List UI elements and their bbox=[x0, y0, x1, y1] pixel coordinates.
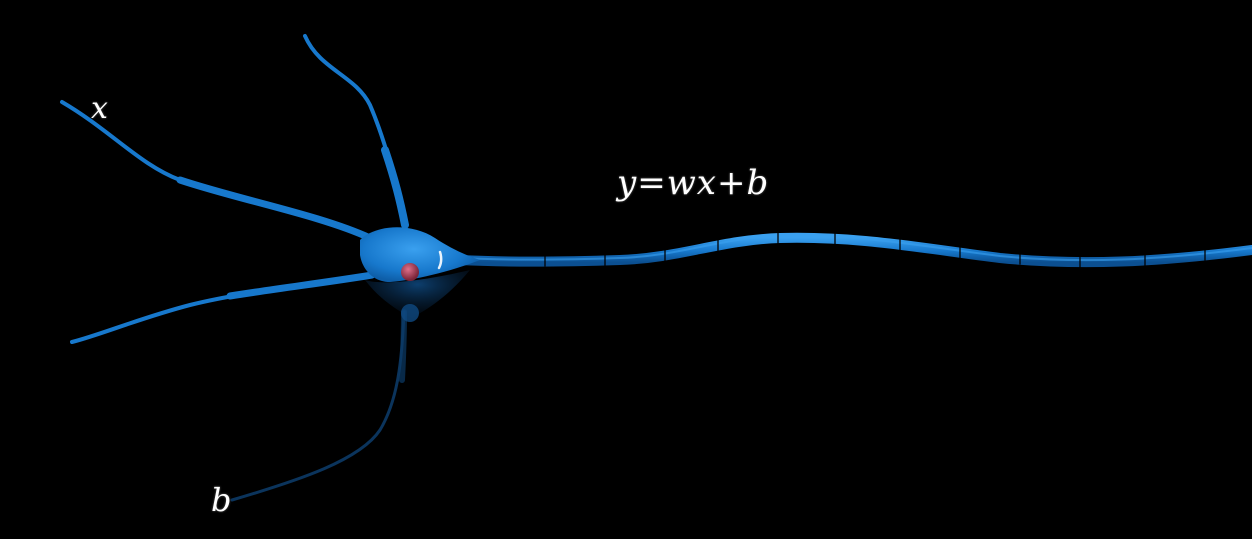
soma bbox=[360, 227, 480, 282]
input-b-label: b bbox=[211, 481, 232, 519]
input-x-label: x bbox=[91, 91, 108, 126]
axon bbox=[455, 230, 1252, 269]
nucleus bbox=[401, 263, 419, 281]
soma-reflection bbox=[230, 270, 470, 502]
dendrites bbox=[60, 34, 409, 344]
equation-label: y=wx+b bbox=[617, 163, 770, 203]
soma-highlight bbox=[437, 250, 443, 270]
myelin-gaps bbox=[544, 230, 1206, 269]
